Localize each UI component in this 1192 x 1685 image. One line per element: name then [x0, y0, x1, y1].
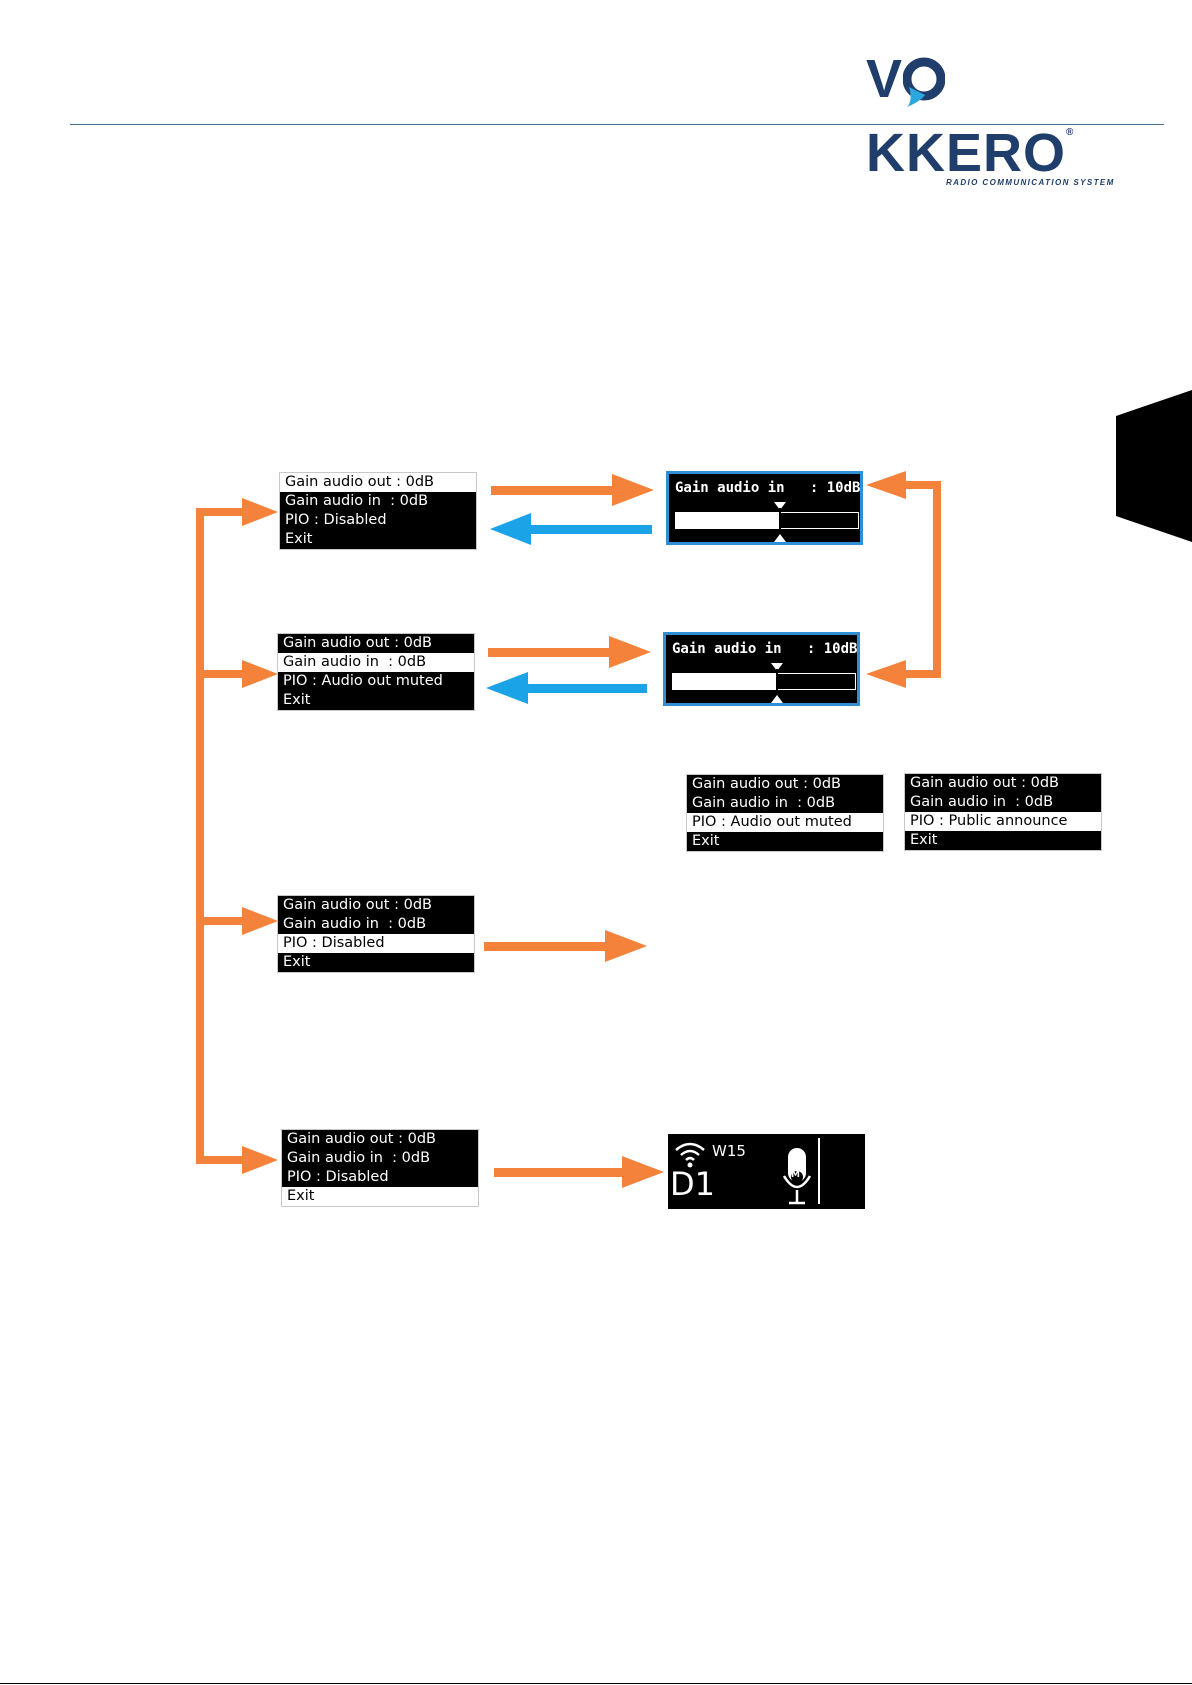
gain-marker-icon	[773, 502, 786, 542]
registered-mark: ®	[1066, 127, 1075, 138]
menu-row[interactable]: Exit	[280, 530, 476, 549]
menu-row[interactable]: Gain audio out : 0dB	[280, 473, 476, 492]
logo-letter-v: V	[866, 49, 904, 109]
menu-row[interactable]: Exit	[278, 953, 474, 972]
orange-arrow-row1	[491, 474, 654, 506]
gain-level-fill	[673, 674, 777, 689]
logo-tagline: RADIO COMMUNICATION SYSTEM	[946, 178, 1115, 187]
wifi-signal-icon	[675, 1142, 705, 1168]
logo-o-bubble-icon	[903, 57, 946, 107]
menu-row[interactable]: Gain audio out : 0dB	[278, 634, 474, 653]
menu-row[interactable]: Exit	[905, 831, 1101, 850]
bracket-arrowhead-3	[242, 907, 278, 935]
gain-label: Gain audio in : 10dB	[675, 480, 861, 496]
orange-arrow-row3	[484, 930, 647, 962]
device-status-screen: W15 D1 M	[668, 1134, 865, 1209]
footer-divider	[0, 1683, 1192, 1684]
menu-row[interactable]: Gain audio out : 0dB	[278, 896, 474, 915]
menu-row[interactable]: PIO : Disabled	[280, 511, 476, 530]
menu-row[interactable]: Gain audio in : 0dB	[278, 653, 474, 672]
chapter-tab-marker	[1116, 390, 1192, 542]
device-id: D1	[670, 1165, 715, 1203]
gain-level-bar	[675, 512, 859, 529]
bracket-arrowhead-4	[242, 1146, 278, 1174]
menu-row[interactable]: Gain audio in : 0dB	[280, 492, 476, 511]
menu-row[interactable]: Gain audio in : 0dB	[282, 1149, 478, 1168]
orange-arrow-row4	[494, 1156, 664, 1188]
microphone-icon	[782, 1148, 812, 1205]
menu-row[interactable]: Exit	[278, 691, 474, 710]
blue-return-arrow-row2	[486, 672, 647, 704]
bracket-arrowhead-2	[242, 660, 278, 688]
left-bracket-connector	[196, 508, 247, 1164]
menu-row[interactable]: Exit	[282, 1187, 478, 1206]
menu-row[interactable]: PIO : Public announce	[905, 812, 1101, 831]
bracket-arrowhead-1	[242, 498, 278, 526]
gain-marker-icon	[770, 663, 783, 703]
gain-level-fill	[676, 513, 780, 528]
menu-row[interactable]: Gain audio out : 0dB	[905, 774, 1101, 793]
menu-row[interactable]: PIO : Disabled	[278, 934, 474, 953]
menu-row[interactable]: Gain audio in : 0dB	[905, 793, 1101, 812]
blue-return-arrow-row1	[490, 513, 652, 545]
status-divider	[818, 1138, 820, 1204]
channel-code: W15	[712, 1142, 746, 1160]
menu-row[interactable]: Gain audio out : 0dB	[282, 1130, 478, 1149]
orange-arrow-row2	[488, 636, 651, 668]
mic-letter: M	[791, 1170, 800, 1180]
right-loop-connector	[866, 471, 941, 688]
gain-screen-1: Gain audio in : 10dB	[666, 471, 863, 545]
menu-row[interactable]: PIO : Disabled	[282, 1168, 478, 1187]
menu-row[interactable]: Gain audio out : 0dB	[687, 775, 883, 794]
menu-row[interactable]: Exit	[687, 832, 883, 851]
gain-screen-2: Gain audio in : 10dB	[663, 632, 860, 706]
header-divider	[70, 124, 1164, 125]
gain-level-bar	[672, 673, 856, 690]
menu-row[interactable]: PIO : Audio out muted	[687, 813, 883, 832]
gain-label: Gain audio in : 10dB	[672, 641, 858, 657]
logo-letters-rest: KKERO	[866, 123, 1067, 183]
vokkero-logo: V KKERO® RADIO COMMUNICATION SYSTEM	[866, 49, 1136, 187]
menu-row[interactable]: PIO : Audio out muted	[278, 672, 474, 691]
menu-row[interactable]: Gain audio in : 0dB	[687, 794, 883, 813]
menu-row[interactable]: Gain audio in : 0dB	[278, 915, 474, 934]
